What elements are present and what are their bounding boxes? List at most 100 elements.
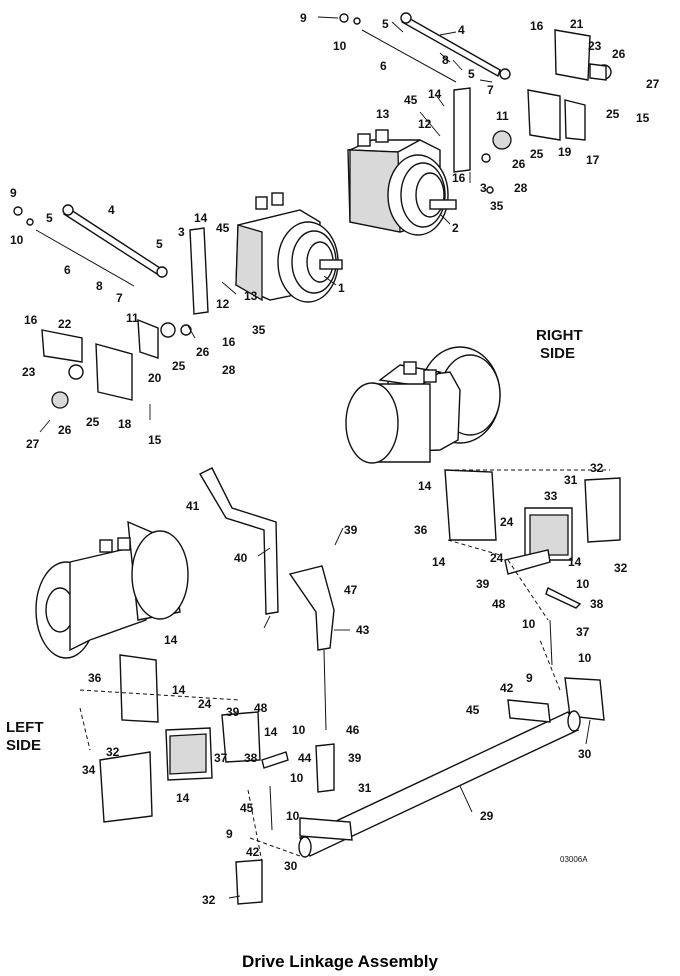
callout-label: 46 — [346, 723, 360, 737]
callout-label: 44 — [298, 751, 312, 765]
callout-label: 31 — [564, 473, 578, 487]
callout-label: 14 — [264, 725, 278, 739]
callout-label: 1 — [338, 281, 345, 295]
callout-label: 4 — [458, 23, 465, 37]
callout-label: 26 — [512, 157, 526, 171]
right-motor-assembly — [345, 346, 621, 721]
callout-label: 6 — [380, 59, 387, 73]
callout-label: 3 — [178, 225, 185, 239]
callout-label: 43 — [356, 623, 370, 637]
callout-label: 9 — [526, 671, 533, 685]
alignment-lines — [79, 469, 610, 863]
callout-label: 39 — [348, 751, 362, 765]
callout-label: 34 — [82, 763, 96, 777]
left-motor-assembly — [35, 520, 289, 905]
callout-label: 7 — [116, 291, 123, 305]
callout-label: 12 — [418, 117, 432, 131]
callout-label: 48 — [254, 701, 268, 715]
callout-label: 35 — [252, 323, 266, 337]
right-side-label-line2: SIDE — [540, 345, 575, 362]
callout-label: 45 — [404, 93, 418, 107]
side-labels: RIGHT SIDE LEFT SIDE — [6, 327, 583, 754]
callout-label: 3 — [480, 181, 487, 195]
callout-label: 8 — [96, 279, 103, 293]
callout-label: 14 — [172, 683, 186, 697]
callout-label: 14 — [176, 791, 190, 805]
callout-label: 26 — [196, 345, 210, 359]
callout-label: 14 — [164, 633, 178, 647]
callout-label: 39 — [344, 523, 358, 537]
callout-label: 45 — [466, 703, 480, 717]
callout-label: 5 — [46, 211, 53, 225]
callout-label: 8 — [442, 53, 449, 67]
callout-label: 5 — [156, 237, 163, 251]
callout-label: 13 — [244, 289, 258, 303]
callout-label: 36 — [414, 523, 428, 537]
callout-label: 10 — [290, 771, 304, 785]
callout-label: 11 — [126, 311, 139, 325]
callout-label: 47 — [344, 583, 358, 597]
callout-label: 24 — [198, 697, 212, 711]
callout-label: 39 — [476, 577, 490, 591]
callout-label: 42 — [500, 681, 514, 695]
callout-label: 31 — [358, 781, 372, 795]
drawing-code: 03006A — [560, 855, 588, 864]
callout-label: 26 — [58, 423, 72, 437]
callout-label: 32 — [614, 561, 628, 575]
callout-label: 42 — [246, 845, 260, 859]
callout-label: 35 — [490, 199, 504, 213]
callout-label: 39 — [226, 705, 240, 719]
callout-label: 12 — [216, 297, 230, 311]
left-side-label-line1: LEFT — [6, 719, 44, 736]
callout-label: 48 — [492, 597, 506, 611]
callout-label: 5 — [468, 67, 475, 81]
callout-label: 19 — [558, 145, 572, 159]
callout-label: 9 — [300, 11, 307, 25]
callout-label: 6 — [64, 263, 71, 277]
callout-label: 10 — [292, 723, 306, 737]
callout-label: 7 — [487, 83, 494, 97]
callout-label: 37 — [576, 625, 590, 639]
callout-label: 38 — [590, 597, 604, 611]
callouts-top-right: 9 10 5 4 6 8 5 7 16 21 23 26 27 25 15 14… — [300, 11, 660, 235]
callout-label: 28 — [514, 181, 528, 195]
callout-label: 16 — [24, 313, 38, 327]
callout-label: 29 — [480, 809, 494, 823]
callout-label: 10 — [10, 233, 24, 247]
leader-lines — [39, 16, 591, 899]
callout-label: 14 — [568, 555, 582, 569]
callout-label: 5 — [382, 17, 389, 31]
callout-label: 27 — [646, 77, 660, 91]
callout-label: 4 — [108, 203, 115, 217]
callout-label: 20 — [148, 371, 162, 385]
callout-label: 32 — [202, 893, 216, 907]
callout-label: 30 — [284, 859, 298, 873]
callout-label: 15 — [636, 111, 650, 125]
callout-label: 33 — [544, 489, 558, 503]
callout-label: 2 — [452, 221, 459, 235]
callout-label: 16 — [222, 335, 236, 349]
callout-label: 30 — [578, 747, 592, 761]
callout-label: 10 — [576, 577, 590, 591]
callout-label: 28 — [222, 363, 236, 377]
callout-label: 14 — [194, 211, 208, 225]
callout-label: 36 — [88, 671, 102, 685]
left-side-label-line2: SIDE — [6, 737, 41, 754]
callouts-bottom: 41 40 39 47 43 14 36 14 31 32 33 24 14 2… — [82, 461, 628, 907]
callout-label: 18 — [118, 417, 132, 431]
callout-label: 23 — [22, 365, 36, 379]
callout-label: 45 — [240, 801, 254, 815]
callout-label: 17 — [586, 153, 600, 167]
callout-label: 24 — [500, 515, 514, 529]
callout-label: 25 — [606, 107, 620, 121]
callout-label: 11 — [496, 109, 509, 123]
callout-label: 10 — [286, 809, 300, 823]
right-side-label-line1: RIGHT — [536, 327, 583, 344]
callout-label: 41 — [186, 499, 200, 513]
callout-label: 23 — [588, 39, 602, 53]
callout-label: 22 — [58, 317, 72, 331]
top-left-pump-assembly — [13, 192, 343, 409]
callout-label: 24 — [490, 551, 504, 565]
top-right-pump-assembly — [339, 12, 612, 236]
